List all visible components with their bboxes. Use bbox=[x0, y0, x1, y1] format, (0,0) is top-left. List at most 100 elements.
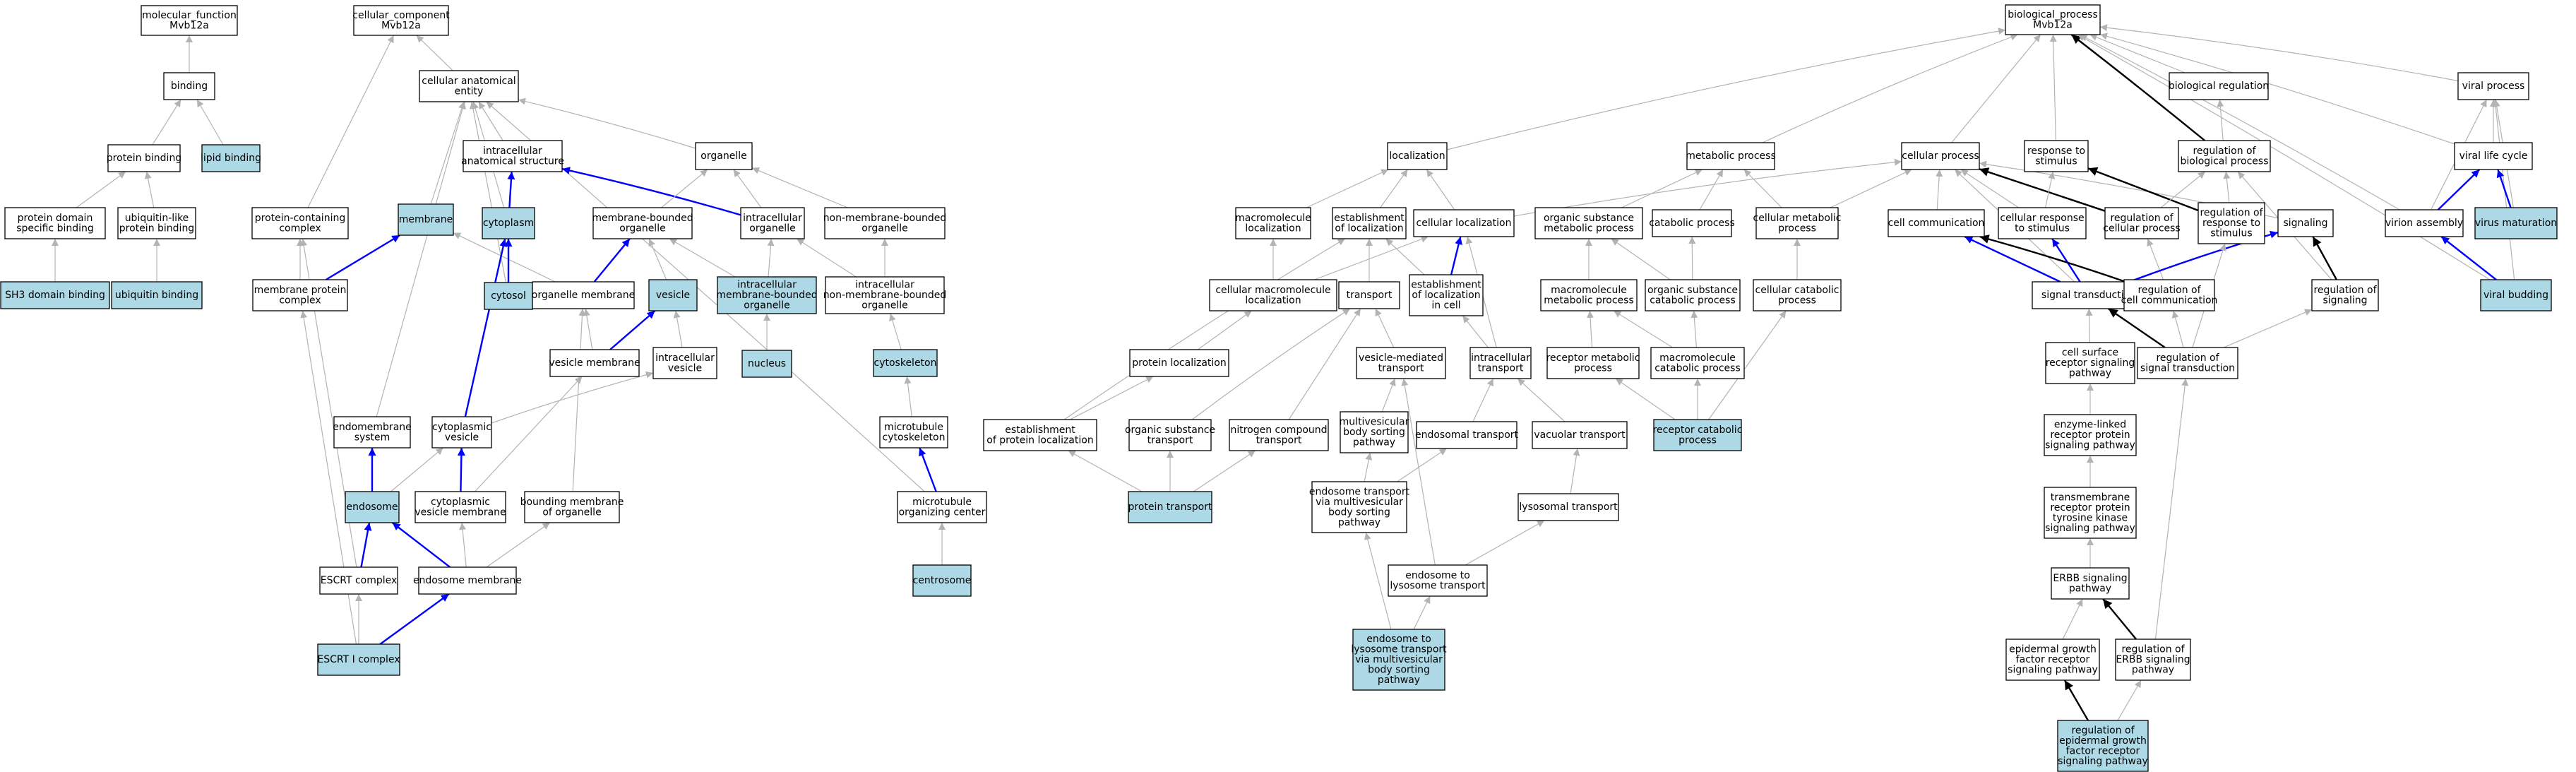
go-term-node-om[interactable]: organelle membrane bbox=[532, 281, 635, 309]
go-term-node-catabolic[interactable]: catabolic process bbox=[1649, 209, 1735, 237]
go-term-node-prottrans[interactable]: protein transport bbox=[1128, 491, 1212, 523]
node-label-line: stimulus bbox=[2210, 228, 2252, 239]
go-term-node-lipid[interactable]: lipid binding bbox=[201, 144, 261, 172]
go-term-node-escrt[interactable]: ESCRT complex bbox=[319, 566, 398, 595]
go-term-node-bioreg[interactable]: biological regulation bbox=[2169, 72, 2269, 100]
go-term-node-vactrans[interactable]: vacuolar transport bbox=[1532, 421, 1628, 449]
go-term-node-lystrans[interactable]: lysosomal transport bbox=[1517, 493, 1619, 521]
go-term-node-viralproc[interactable]: viral process bbox=[2457, 72, 2529, 100]
go-term-node-endotrans[interactable]: endosomal transport bbox=[1415, 421, 1519, 449]
go-term-node-virmat[interactable]: virus maturation bbox=[2474, 207, 2558, 239]
go-term-node-signaling[interactable]: signaling bbox=[2277, 209, 2334, 237]
go-term-node-centrosome[interactable]: centrosome bbox=[912, 564, 972, 597]
go-term-node-vesicle[interactable]: vesicle bbox=[648, 279, 698, 311]
go-term-node-transport[interactable]: transport bbox=[1338, 281, 1400, 309]
go-term-node-viralbud[interactable]: viral budding bbox=[2480, 279, 2552, 311]
go-term-node-nucleus[interactable]: nucleus bbox=[741, 350, 792, 378]
node-label-line: intracellular bbox=[1471, 352, 1530, 364]
go-term-node-inmbo[interactable]: intracellularnon-membrane-boundedorganel… bbox=[823, 276, 947, 314]
go-term-node-vm[interactable]: vesicle membrane bbox=[549, 349, 640, 377]
node-label-line: protein binding bbox=[119, 222, 194, 234]
node-box bbox=[333, 416, 411, 449]
go-term-node-endosome[interactable]: endosome bbox=[345, 491, 400, 523]
go-term-node-cytoplasm[interactable]: cytoplasm bbox=[482, 207, 535, 239]
go-term-node-sh3[interactable]: SH3 domain binding bbox=[0, 281, 110, 309]
go-term-node-cellproc[interactable]: cellular process bbox=[1901, 142, 1980, 170]
go-term-node-membrane[interactable]: membrane bbox=[398, 203, 454, 236]
go-term-node-ubq[interactable]: ubiquitin binding bbox=[111, 281, 203, 309]
go-term-node-cellloc[interactable]: cellular localization bbox=[1413, 209, 1515, 237]
go-term-node-cellcomm[interactable]: cell communication bbox=[1888, 209, 1985, 237]
go-term-node-endomem[interactable]: endosome membrane bbox=[413, 566, 522, 595]
go-term-node-virassembly[interactable]: virion assembly bbox=[2385, 209, 2464, 237]
node-box bbox=[1888, 209, 1985, 237]
go-term-node-protbind[interactable]: protein binding bbox=[107, 144, 181, 172]
go-term-node-protloc[interactable]: protein localization bbox=[1129, 349, 1229, 377]
go-term-node-organelle[interactable]: organelle bbox=[695, 142, 753, 170]
go-term-node-cytosol[interactable]: cytosol bbox=[484, 282, 533, 310]
go-term-node-cytoskel[interactable]: cytoskeleton bbox=[873, 349, 938, 377]
go-term-node-localization[interactable]: localization bbox=[1387, 142, 1448, 170]
go-term-node-vlc[interactable]: viral life cycle bbox=[2454, 142, 2533, 170]
go-term-node-metabolic[interactable]: metabolic process bbox=[1686, 142, 1776, 170]
go-term-node-escrt1[interactable]: ESCRT I complex bbox=[317, 643, 400, 676]
go-term-node-binding[interactable]: binding bbox=[163, 72, 215, 100]
